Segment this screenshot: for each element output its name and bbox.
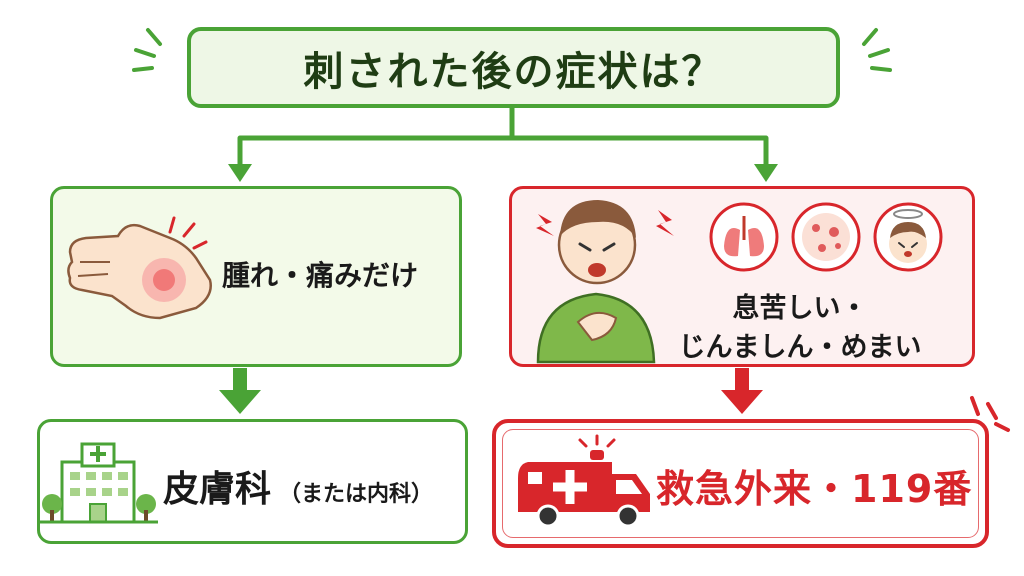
dermatology-note: （または内科） — [279, 482, 434, 507]
dermatology-label: 皮膚科 （または内科） — [163, 460, 433, 512]
page-title: 刺された後の症状は？ — [303, 48, 724, 95]
arrow-shaft-right — [735, 368, 749, 392]
title-box: 刺された後の症状は？ — [187, 27, 840, 108]
emergency-label: 救急外来・119番 — [656, 467, 973, 511]
arrow-head-right — [721, 390, 763, 414]
arrow-down-left-top — [228, 164, 252, 182]
dermatology-main: 皮膚科 — [163, 469, 272, 510]
severe-symptom-label-line1: 息苦しい・ — [732, 293, 868, 324]
arrow-down-right-top — [754, 164, 778, 182]
arrow-shaft-left — [233, 368, 247, 392]
arrow-head-left — [219, 390, 261, 414]
burst-lines-right — [862, 28, 892, 72]
severe-symptom-label-line2: じんましん・めまい — [678, 332, 922, 363]
top-connector — [237, 108, 769, 168]
burst-lines-left — [132, 28, 162, 72]
emergency-box-inner-border — [502, 429, 979, 538]
alert-lines — [970, 396, 1010, 432]
mild-symptom-label: 腫れ・痛みだけ — [222, 259, 419, 292]
